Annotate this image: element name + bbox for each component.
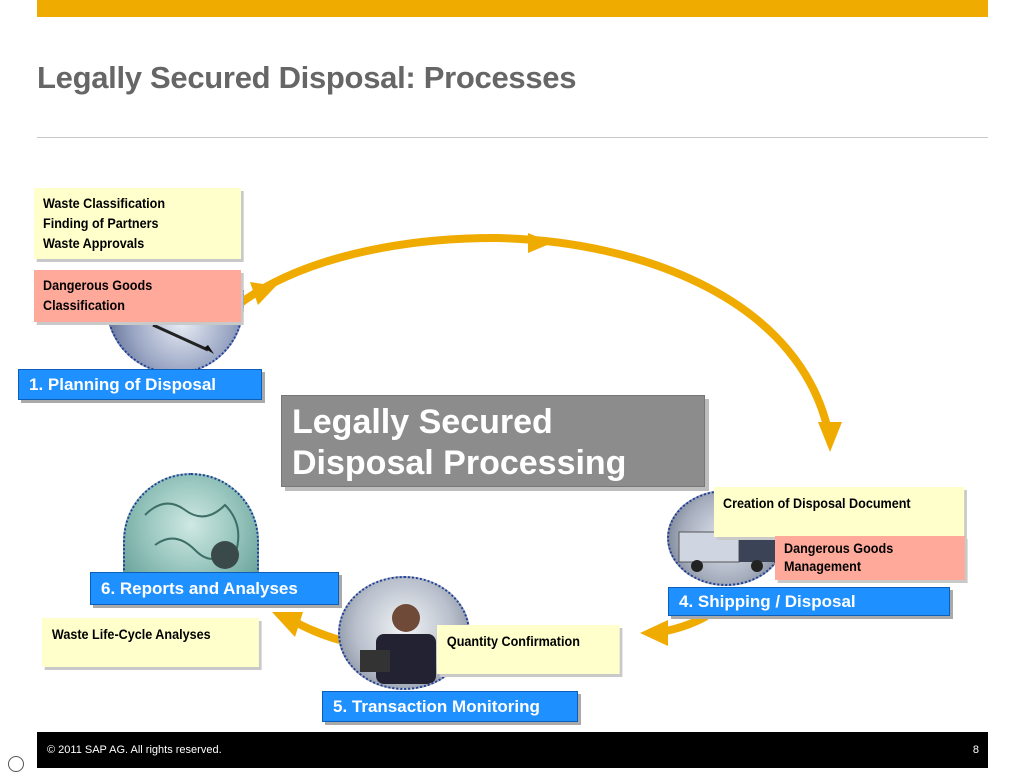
arrowhead-1: [250, 282, 276, 305]
step-shipping-label: 4. Shipping / Disposal: [668, 587, 950, 616]
footer-copyright: © 2011 SAP AG. All rights reserved.: [47, 744, 222, 756]
page-number: 8: [972, 744, 979, 756]
pen-icon: [152, 323, 214, 354]
planning-note-line-3: Waste Approvals: [43, 235, 145, 251]
arrowhead-2: [528, 233, 552, 253]
reports-note-line-1: Waste Life-Cycle Analyses: [51, 626, 211, 642]
monitoring-note: Quantity Confirmation: [437, 625, 620, 674]
monitoring-note-line-1: Quantity Confirmation: [446, 633, 580, 649]
planning-note-line-1: Waste Classification: [43, 195, 166, 211]
planning-dg-note: Dangerous Goods Classification: [34, 270, 241, 322]
shipping-note: Creation of Disposal Document: [714, 487, 965, 537]
planning-note-line-2: Finding of Partners: [43, 215, 159, 231]
arrowhead-4: [640, 620, 668, 646]
corner-circle-icon: [8, 756, 24, 772]
shipping-dg-line-1: Dangerous Goods: [784, 540, 894, 556]
shipping-dg-line-2: Management: [784, 558, 862, 574]
planning-note: Waste Classification Finding of Partners…: [34, 188, 241, 259]
center-label-line-2: Disposal Processing: [292, 444, 627, 482]
slide-title: Legally Secured Disposal: Processes: [37, 60, 577, 95]
reports-note: Waste Life-Cycle Analyses: [42, 618, 259, 667]
footer-bar: © 2011 SAP AG. All rights reserved. 8: [37, 732, 988, 768]
planning-dg-line-2: Classification: [43, 297, 125, 313]
arrow-planning-to-shipping: [234, 233, 834, 444]
center-label-box: Legally Secured Disposal Processing: [281, 395, 705, 487]
shipping-dg-note: Dangerous Goods Management: [775, 536, 965, 580]
arrowhead-5: [272, 612, 303, 637]
title-divider: [37, 137, 988, 138]
shipping-note-line-1: Creation of Disposal Document: [723, 495, 911, 511]
map-icon: [144, 502, 240, 569]
top-accent-bar: [37, 0, 988, 17]
planning-dg-line-1: Dangerous Goods: [43, 277, 153, 293]
center-label-line-1: Legally Secured: [292, 403, 553, 441]
step-planning-label: 1. Planning of Disposal: [18, 369, 262, 400]
step-reports-label: 6. Reports and Analyses: [90, 572, 339, 605]
arrowhead-3: [818, 422, 842, 452]
step-monitoring-label: 5. Transaction Monitoring: [322, 691, 578, 722]
person-icon: [360, 604, 436, 684]
